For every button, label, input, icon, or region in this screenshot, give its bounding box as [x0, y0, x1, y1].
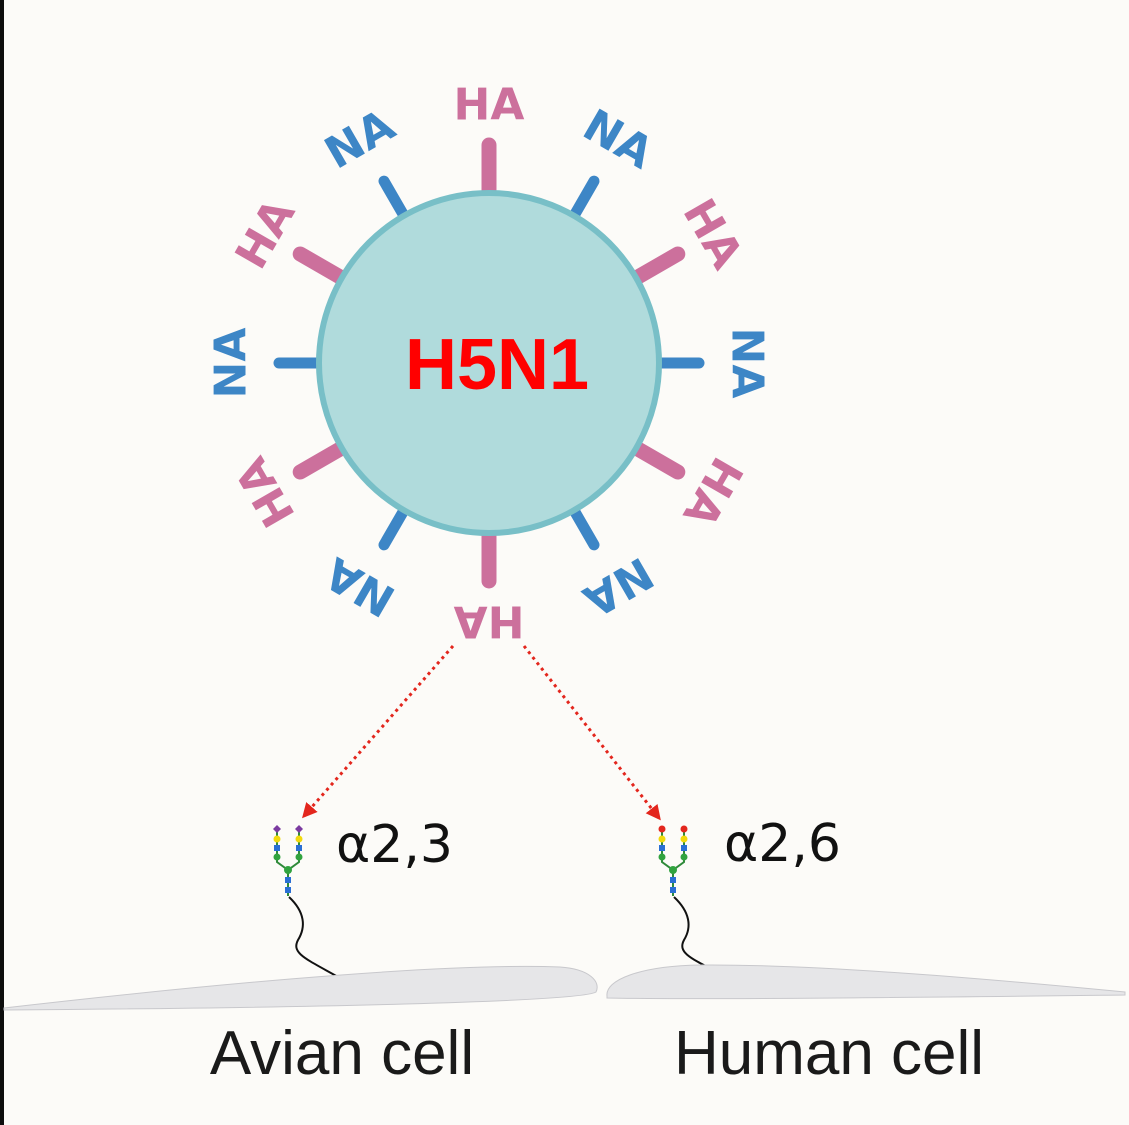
ha-label: HA	[454, 80, 525, 131]
na-label: NA	[317, 100, 404, 180]
arrow-to-avian	[302, 645, 455, 819]
linkage-label-a26: α2,6	[724, 814, 841, 874]
galactose	[295, 835, 303, 843]
avian-receptor-stem	[288, 896, 353, 986]
ha-label: HA	[673, 191, 753, 278]
na-label: NA	[722, 328, 773, 399]
glcnac	[274, 845, 280, 851]
galactose	[680, 835, 688, 843]
mannose-core	[669, 866, 677, 874]
human-receptor-glycan	[658, 825, 688, 896]
human-cell-label: Human cell	[674, 1019, 984, 1088]
ha-label: HA	[226, 449, 306, 536]
mannose	[273, 853, 281, 861]
mannose	[295, 853, 303, 861]
avian-cell-membrane	[3, 965, 598, 1011]
na-label: NA	[575, 547, 662, 627]
glcnac-core	[285, 887, 291, 893]
glcnac	[296, 845, 302, 851]
glcnac-core	[670, 877, 676, 883]
left-border	[0, 0, 4, 1125]
glycan-branches	[276, 832, 300, 896]
na-label: NA	[317, 547, 404, 627]
virus-name: H5N1	[405, 325, 589, 405]
ha-label: HA	[454, 596, 525, 647]
virus-envelope	[316, 190, 662, 536]
mannose-core	[284, 866, 292, 874]
glcnac-core	[285, 877, 291, 883]
glcnac	[659, 845, 665, 851]
ha-label: HA	[673, 449, 753, 536]
glcnac-core	[670, 887, 676, 893]
sialic-acid-tip	[680, 825, 688, 833]
human-cell-membrane	[606, 964, 1126, 1000]
sialic-acid-diamond	[273, 825, 281, 833]
galactose	[273, 835, 281, 843]
avian-receptor-glycan	[273, 825, 303, 896]
sialic-acid-diamond	[295, 825, 303, 833]
linkage-label-a23: α2,3	[336, 815, 453, 875]
mannose	[658, 853, 666, 861]
ha-label: HA	[226, 191, 306, 278]
sialic-acid-tip	[658, 825, 666, 833]
glycan-branches	[661, 832, 685, 896]
na-label: NA	[575, 100, 662, 180]
galactose	[658, 835, 666, 843]
na-label: NA	[206, 328, 257, 399]
glcnac	[681, 845, 687, 851]
arrow-to-human	[522, 645, 661, 821]
mannose	[680, 853, 688, 861]
avian-cell-label: Avian cell	[210, 1019, 474, 1088]
